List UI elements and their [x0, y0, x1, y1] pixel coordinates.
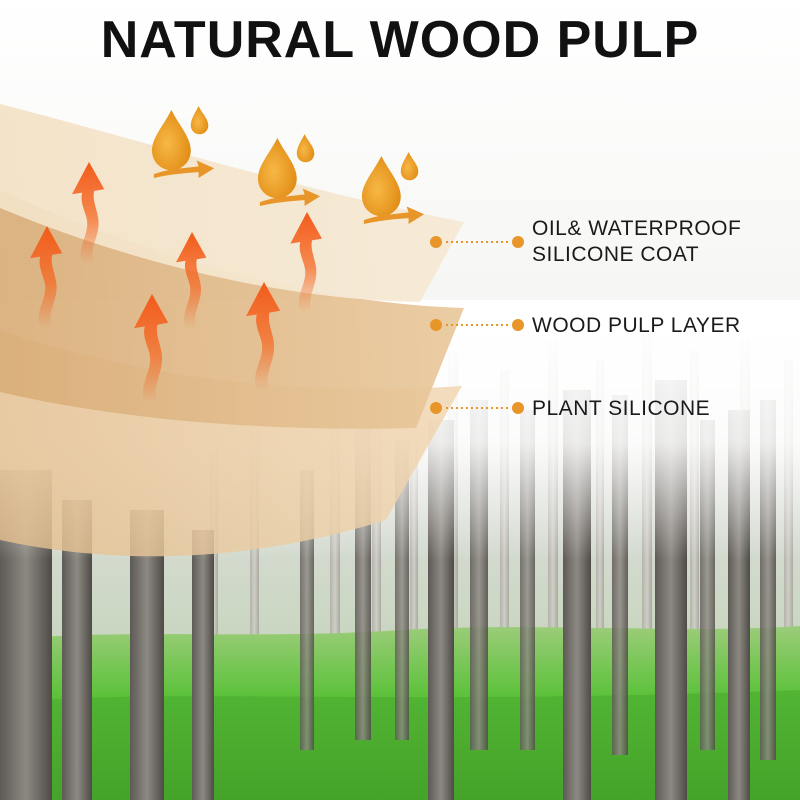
leader-coat	[430, 236, 524, 248]
material-layers	[0, 104, 464, 557]
label-wood-pulp-layer-text: WOOD PULP LAYER	[532, 314, 741, 337]
leader-dot-icon	[512, 236, 524, 248]
leader-dot-icon	[430, 319, 442, 331]
leader-dot-icon	[430, 236, 442, 248]
label-silicone-coat-line1: OIL& WATERPROOF	[532, 217, 742, 240]
label-wood-pulp-layer: WOOD PULP LAYER	[532, 313, 741, 339]
label-silicone-coat: OIL& WATERPROOF SILICONE COAT	[532, 216, 741, 268]
leader-silicone	[430, 402, 524, 414]
leader-dot-icon	[430, 402, 442, 414]
label-plant-silicone-text: PLANT SILICONE	[532, 397, 711, 420]
page-title: NATURAL WOOD PULP	[100, 11, 700, 69]
label-silicone-coat-line2: SILICONE COAT	[532, 243, 700, 266]
leader-dot-icon	[512, 402, 524, 414]
leader-dot-icon	[512, 319, 524, 331]
leader-pulp	[430, 319, 524, 331]
layer-silicone-coat	[0, 104, 464, 302]
label-plant-silicone: PLANT SILICONE	[532, 396, 710, 422]
label-leaders	[430, 236, 524, 414]
